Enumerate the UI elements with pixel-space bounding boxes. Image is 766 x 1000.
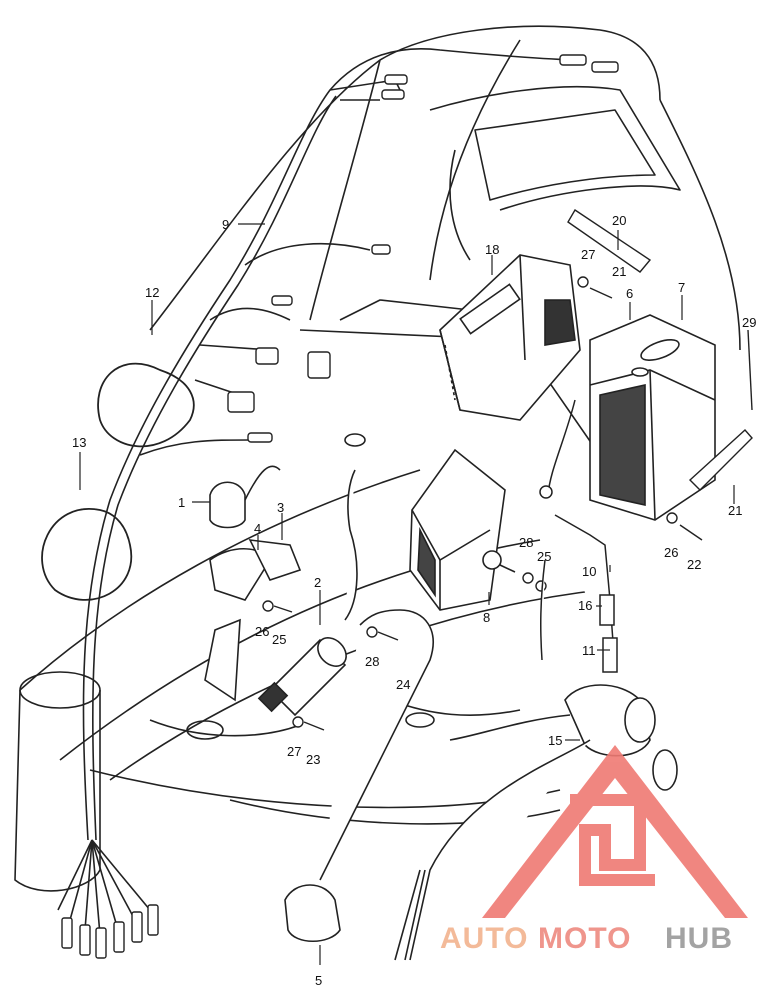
callout-20: 21 (728, 503, 742, 518)
callout-27: 27 (581, 247, 595, 262)
harness-band (41, 362, 195, 601)
callout-12: 12 (145, 285, 159, 300)
callout-labels: 9 12 13 1 3 4 2 26 25 28 24 27 23 5 20 1… (72, 213, 756, 988)
callout-6: 6 (626, 286, 633, 301)
callout-2: 2 (314, 575, 321, 590)
fuse-holder (539, 399, 618, 673)
callout-26-left: 27 (287, 744, 301, 759)
callout-29: 29 (742, 315, 756, 330)
regulator (589, 314, 716, 521)
callout-26-right: 28 (365, 654, 379, 669)
callout-8: 8 (483, 610, 490, 625)
relay-and-bracket (204, 465, 302, 702)
callout-24: 25 (537, 549, 551, 564)
callout-22-right: 24 (396, 677, 410, 692)
ignition-coil (439, 254, 581, 421)
rectifier (409, 448, 516, 611)
callout-1: 1 (178, 495, 185, 510)
callout-23: 25 (272, 632, 286, 647)
watermark-moto: MOTO (538, 922, 631, 955)
callout-10: 10 (582, 564, 596, 579)
callout-5: 5 (315, 973, 322, 988)
callout-9: 9 (222, 217, 229, 232)
watermark-hub: HUB (665, 922, 733, 955)
callout-25-left: 26 (255, 624, 269, 639)
callout-13: 13 (72, 435, 86, 450)
callout-16: 16 (578, 598, 592, 613)
ignition-switch (394, 684, 678, 961)
callout-25-right: 26 (664, 545, 678, 560)
callout-28: 28 (519, 535, 533, 550)
callout-17: 18 (485, 242, 499, 257)
harness-connectors (61, 54, 619, 959)
callout-21-top: 21 (612, 264, 626, 279)
callout-15: 15 (548, 733, 562, 748)
bolts-and-washers (262, 209, 753, 731)
callout-4: 4 (254, 521, 261, 536)
condenser (257, 469, 358, 717)
main-wiring-harness (57, 47, 581, 936)
watermark-triangle-icon (482, 745, 748, 918)
callout-leaders (79, 223, 735, 965)
spark-plug-cap (284, 609, 434, 942)
callout-7: 7 (678, 280, 685, 295)
callout-22-left: 23 (306, 752, 320, 767)
callout-18: 20 (612, 213, 626, 228)
callout-3: 3 (277, 500, 284, 515)
callout-21-bottom: 22 (687, 557, 701, 572)
watermark-auto: AUTO (440, 922, 528, 955)
watermark-logo: AUTO MOTO HUB (440, 745, 748, 955)
callout-11: 11 (582, 643, 596, 658)
